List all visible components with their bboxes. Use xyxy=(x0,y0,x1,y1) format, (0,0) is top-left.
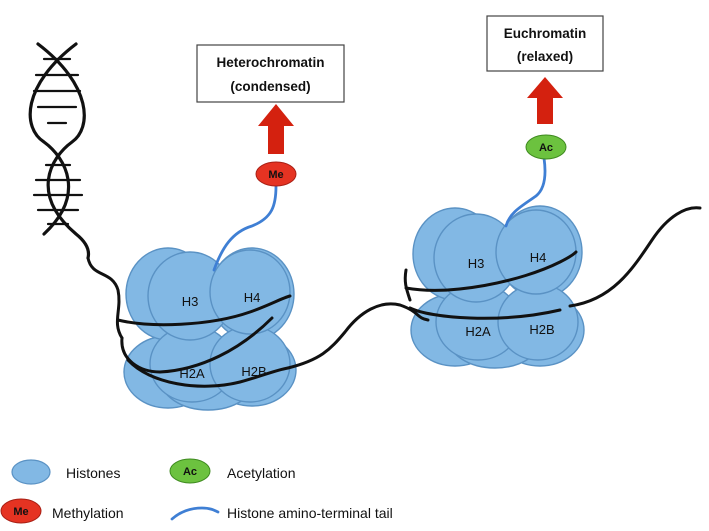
wrap-2-front xyxy=(404,250,578,292)
dna-double-helix xyxy=(28,42,91,260)
euchromatin-subtitle: (relaxed) xyxy=(517,49,573,64)
nucleosome-2 xyxy=(410,205,585,369)
legend-acetyl-swatch xyxy=(169,458,211,484)
dna-linker-strand xyxy=(86,206,702,388)
heterochromatin-subtitle: (condensed) xyxy=(230,79,310,94)
histone-label-h3-2: H3 xyxy=(468,256,485,271)
wrap-1-back xyxy=(120,316,274,374)
wrap-2-lower xyxy=(408,306,562,320)
histone-label-h2b-2: H2B xyxy=(529,322,554,337)
legend: Histones Ac Acetylation Me Methylation H… xyxy=(0,458,393,524)
helix-rungs xyxy=(32,57,84,226)
arrow-up-heterochromatin xyxy=(258,104,294,154)
histone-label-h2a-1: H2A xyxy=(179,366,205,381)
acetylation-mark: Ac xyxy=(525,134,567,160)
wrap-1-front xyxy=(116,294,292,327)
histone-label-h3-1: H3 xyxy=(182,294,199,309)
legend-acetylation-label: Acetylation xyxy=(227,465,295,481)
euchromatin-title: Euchromatin xyxy=(504,26,587,41)
linker-middle xyxy=(286,302,430,370)
histone-tail-2 xyxy=(504,156,547,228)
methyl-mark-label: Me xyxy=(268,169,283,181)
heterochromatin-title: Heterochromatin xyxy=(216,55,324,70)
heterochromatin-box: Heterochromatin (condensed) xyxy=(196,44,345,103)
euchromatin-box: Euchromatin (relaxed) xyxy=(486,15,604,72)
legend-methyl-swatch xyxy=(0,498,42,524)
histone-blob-h4 xyxy=(209,249,291,335)
legend-methylation-label: Methylation xyxy=(52,505,124,521)
legend-tail-label: Histone amino-terminal tail xyxy=(227,505,393,521)
histone-label-h4-2: H4 xyxy=(530,250,547,265)
histone-label-h2b-1: H2B xyxy=(241,364,266,379)
histone-tail-1 xyxy=(212,184,278,272)
histone-label-h4-1: H4 xyxy=(244,290,261,305)
nucleosome-1 xyxy=(123,247,297,411)
linker-left xyxy=(86,256,124,340)
legend-tail-swatch xyxy=(170,506,220,521)
wrap-1-lower xyxy=(126,358,290,388)
legend-acetyl-badge: Ac xyxy=(183,466,197,478)
acetyl-mark-label: Ac xyxy=(539,142,553,154)
arrow-up-euchromatin xyxy=(527,77,563,124)
wrap-2-back xyxy=(403,268,412,302)
legend-methyl-badge: Me xyxy=(13,506,28,518)
histone-label-h2a-2: H2A xyxy=(465,324,491,339)
helix-strand-b xyxy=(28,42,78,236)
methylation-mark: Me xyxy=(255,161,297,187)
legend-histone-swatch xyxy=(11,459,51,485)
linker-right xyxy=(568,206,702,308)
legend-histones-label: Histones xyxy=(66,465,120,481)
